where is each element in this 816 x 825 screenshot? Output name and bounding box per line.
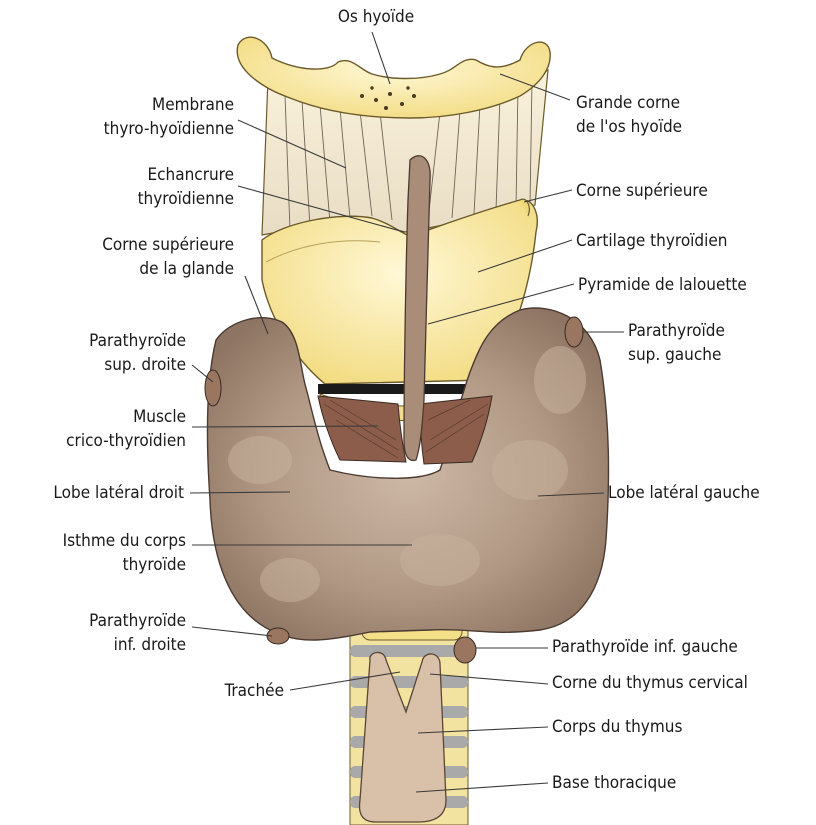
label-grande-corne-line1: Grande corne xyxy=(576,92,680,114)
label-parathy-sup-droite-line2: sup. droite xyxy=(20,354,186,376)
label-parathy-inf-gauche: Parathyroïde inf. gauche xyxy=(552,636,738,658)
label-lobe-gauche: Lobe latéral gauche xyxy=(608,482,760,504)
label-echancrure-line1: Echancrure xyxy=(60,164,234,186)
label-parathy-sup-gauche-line1: Parathyroïde xyxy=(628,320,725,342)
label-parathy-sup-gauche-line2: sup. gauche xyxy=(628,344,721,366)
label-membrane-line2: thyro-hyoïdienne xyxy=(60,118,234,140)
label-base-thoracique: Base thoracique xyxy=(552,772,676,794)
label-isthme-line2: thyroïde xyxy=(4,554,186,576)
label-corne-glande-line1: Corne supérieure xyxy=(40,234,234,256)
label-isthme-line1: Isthme du corps xyxy=(4,530,186,552)
label-pyramide: Pyramide de lalouette xyxy=(578,274,747,296)
label-trachee: Trachée xyxy=(180,680,284,702)
label-echancrure-line2: thyroïdienne xyxy=(60,188,234,210)
label-muscle-line1: Muscle xyxy=(20,406,186,428)
label-muscle-line2: crico-thyroïdien xyxy=(20,430,186,452)
crico-thyroid-muscle-right xyxy=(318,396,406,462)
label-membrane-line1: Membrane xyxy=(60,94,234,116)
label-parathy-inf-droite-line1: Parathyroïde xyxy=(20,610,186,632)
label-grande-corne-line2: de l'os hyoïde xyxy=(576,116,682,138)
label-corne-superieure: Corne supérieure xyxy=(576,180,708,202)
label-parathy-inf-droite-line2: inf. droite xyxy=(20,634,186,656)
label-os-hyoide: Os hyoïde xyxy=(326,6,426,28)
label-corne-thymus: Corne du thymus cervical xyxy=(552,672,748,694)
label-corps-thymus: Corps du thymus xyxy=(552,716,682,738)
label-corne-glande-line2: de la glande xyxy=(40,258,234,280)
label-parathy-sup-droite-line1: Parathyroïde xyxy=(20,330,186,352)
label-lobe-droit: Lobe latéral droit xyxy=(4,482,184,504)
label-cartilage-thyroidien: Cartilage thyroïdien xyxy=(576,230,728,252)
